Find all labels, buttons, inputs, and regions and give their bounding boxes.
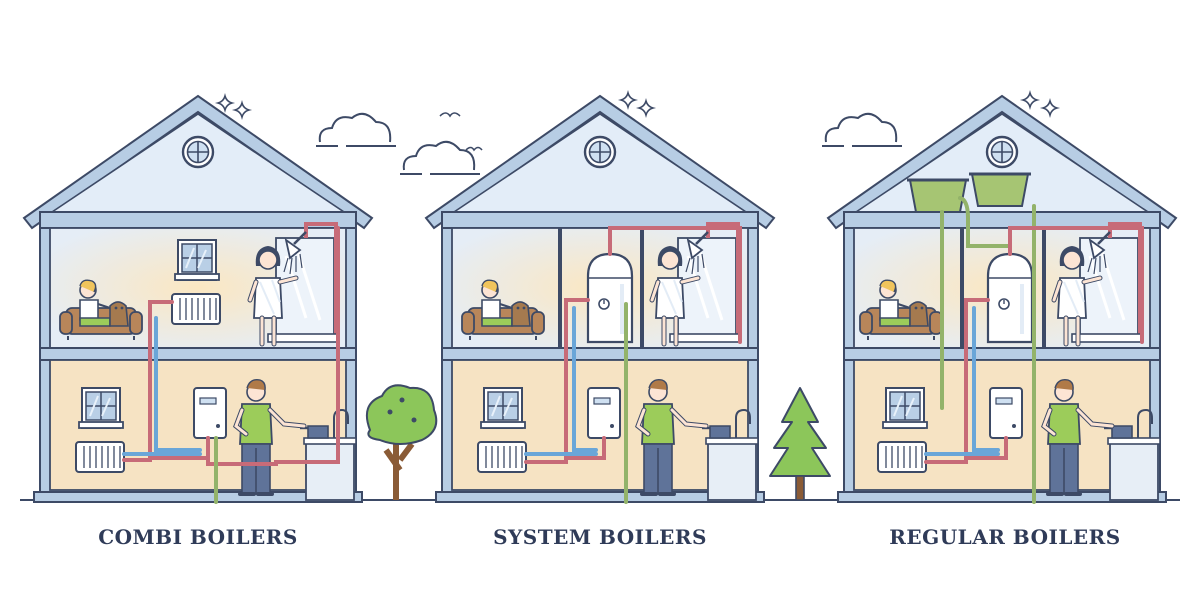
window-icon [174, 239, 220, 281]
radiator-icon [75, 441, 125, 473]
boiler-icon [989, 387, 1023, 439]
boiler-icon [587, 387, 621, 439]
tank-icon [967, 172, 1033, 208]
bird-icon [439, 112, 461, 118]
window-icon [882, 387, 928, 429]
sparkle-icon [217, 95, 233, 111]
window-icon [181, 135, 215, 169]
radiator-icon [877, 441, 927, 473]
sparkle-icon [234, 102, 250, 118]
cloud-icon [315, 112, 397, 147]
window-icon [480, 387, 526, 429]
caption-combi: COMBI BOILERS [98, 525, 298, 549]
tank-icon [905, 178, 971, 214]
caption-system: SYSTEM BOILERS [493, 525, 707, 549]
window-icon [78, 387, 124, 429]
house-combi [23, 95, 373, 504]
house-system [425, 95, 775, 504]
sparkle-icon [620, 92, 636, 108]
radiator-icon [171, 293, 221, 325]
radiator-icon [477, 441, 527, 473]
boiler-icon [193, 387, 227, 439]
window-icon [583, 135, 617, 169]
sparkle-icon [638, 100, 654, 116]
tree-icon [366, 384, 438, 500]
bird-icon [465, 146, 483, 152]
caption-regular: REGULAR BOILERS [889, 525, 1121, 549]
cloud-icon [399, 140, 481, 175]
sparkle-icon [1022, 92, 1038, 108]
cloud-icon [821, 112, 903, 147]
window-icon [985, 135, 1019, 169]
cylinder-icon [986, 252, 1034, 344]
pine-tree-icon [769, 387, 831, 501]
sparkle-icon [1042, 100, 1058, 116]
house-regular [827, 95, 1177, 504]
